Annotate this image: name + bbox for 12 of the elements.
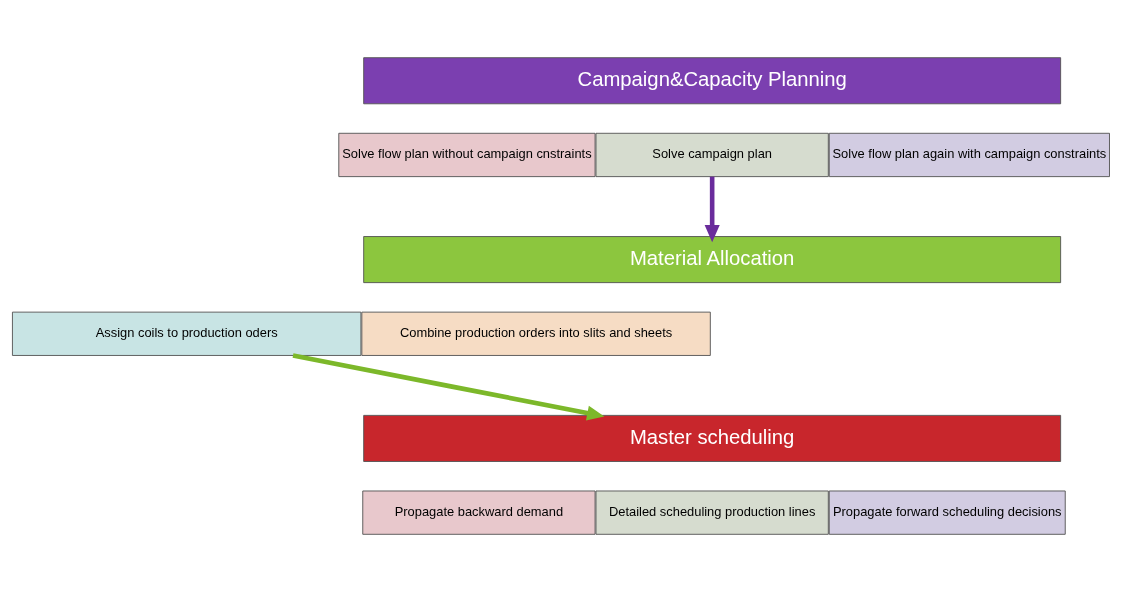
- node-box: Master scheduling: [363, 414, 1062, 462]
- node-box: Assign coils to production oders: [11, 311, 362, 356]
- node-box: Solve flow plan again with campaign constraints: [828, 132, 1110, 177]
- node-box: Material Allocation: [363, 235, 1062, 283]
- node-box: Solve flow plan without campaign cnstraints: [338, 132, 596, 177]
- node-box: Campaign&Capacity Planning: [363, 56, 1062, 104]
- arrow: [704, 176, 720, 242]
- node-box: Solve campaign plan: [595, 132, 829, 177]
- node-box: Propagate backward demand: [362, 490, 596, 535]
- node-box: Propagate forward scheduling decisions: [828, 490, 1066, 535]
- node-box: Combine production orders into slits and sheets: [361, 311, 711, 356]
- node-box: Detailed scheduling production lines: [595, 490, 829, 535]
